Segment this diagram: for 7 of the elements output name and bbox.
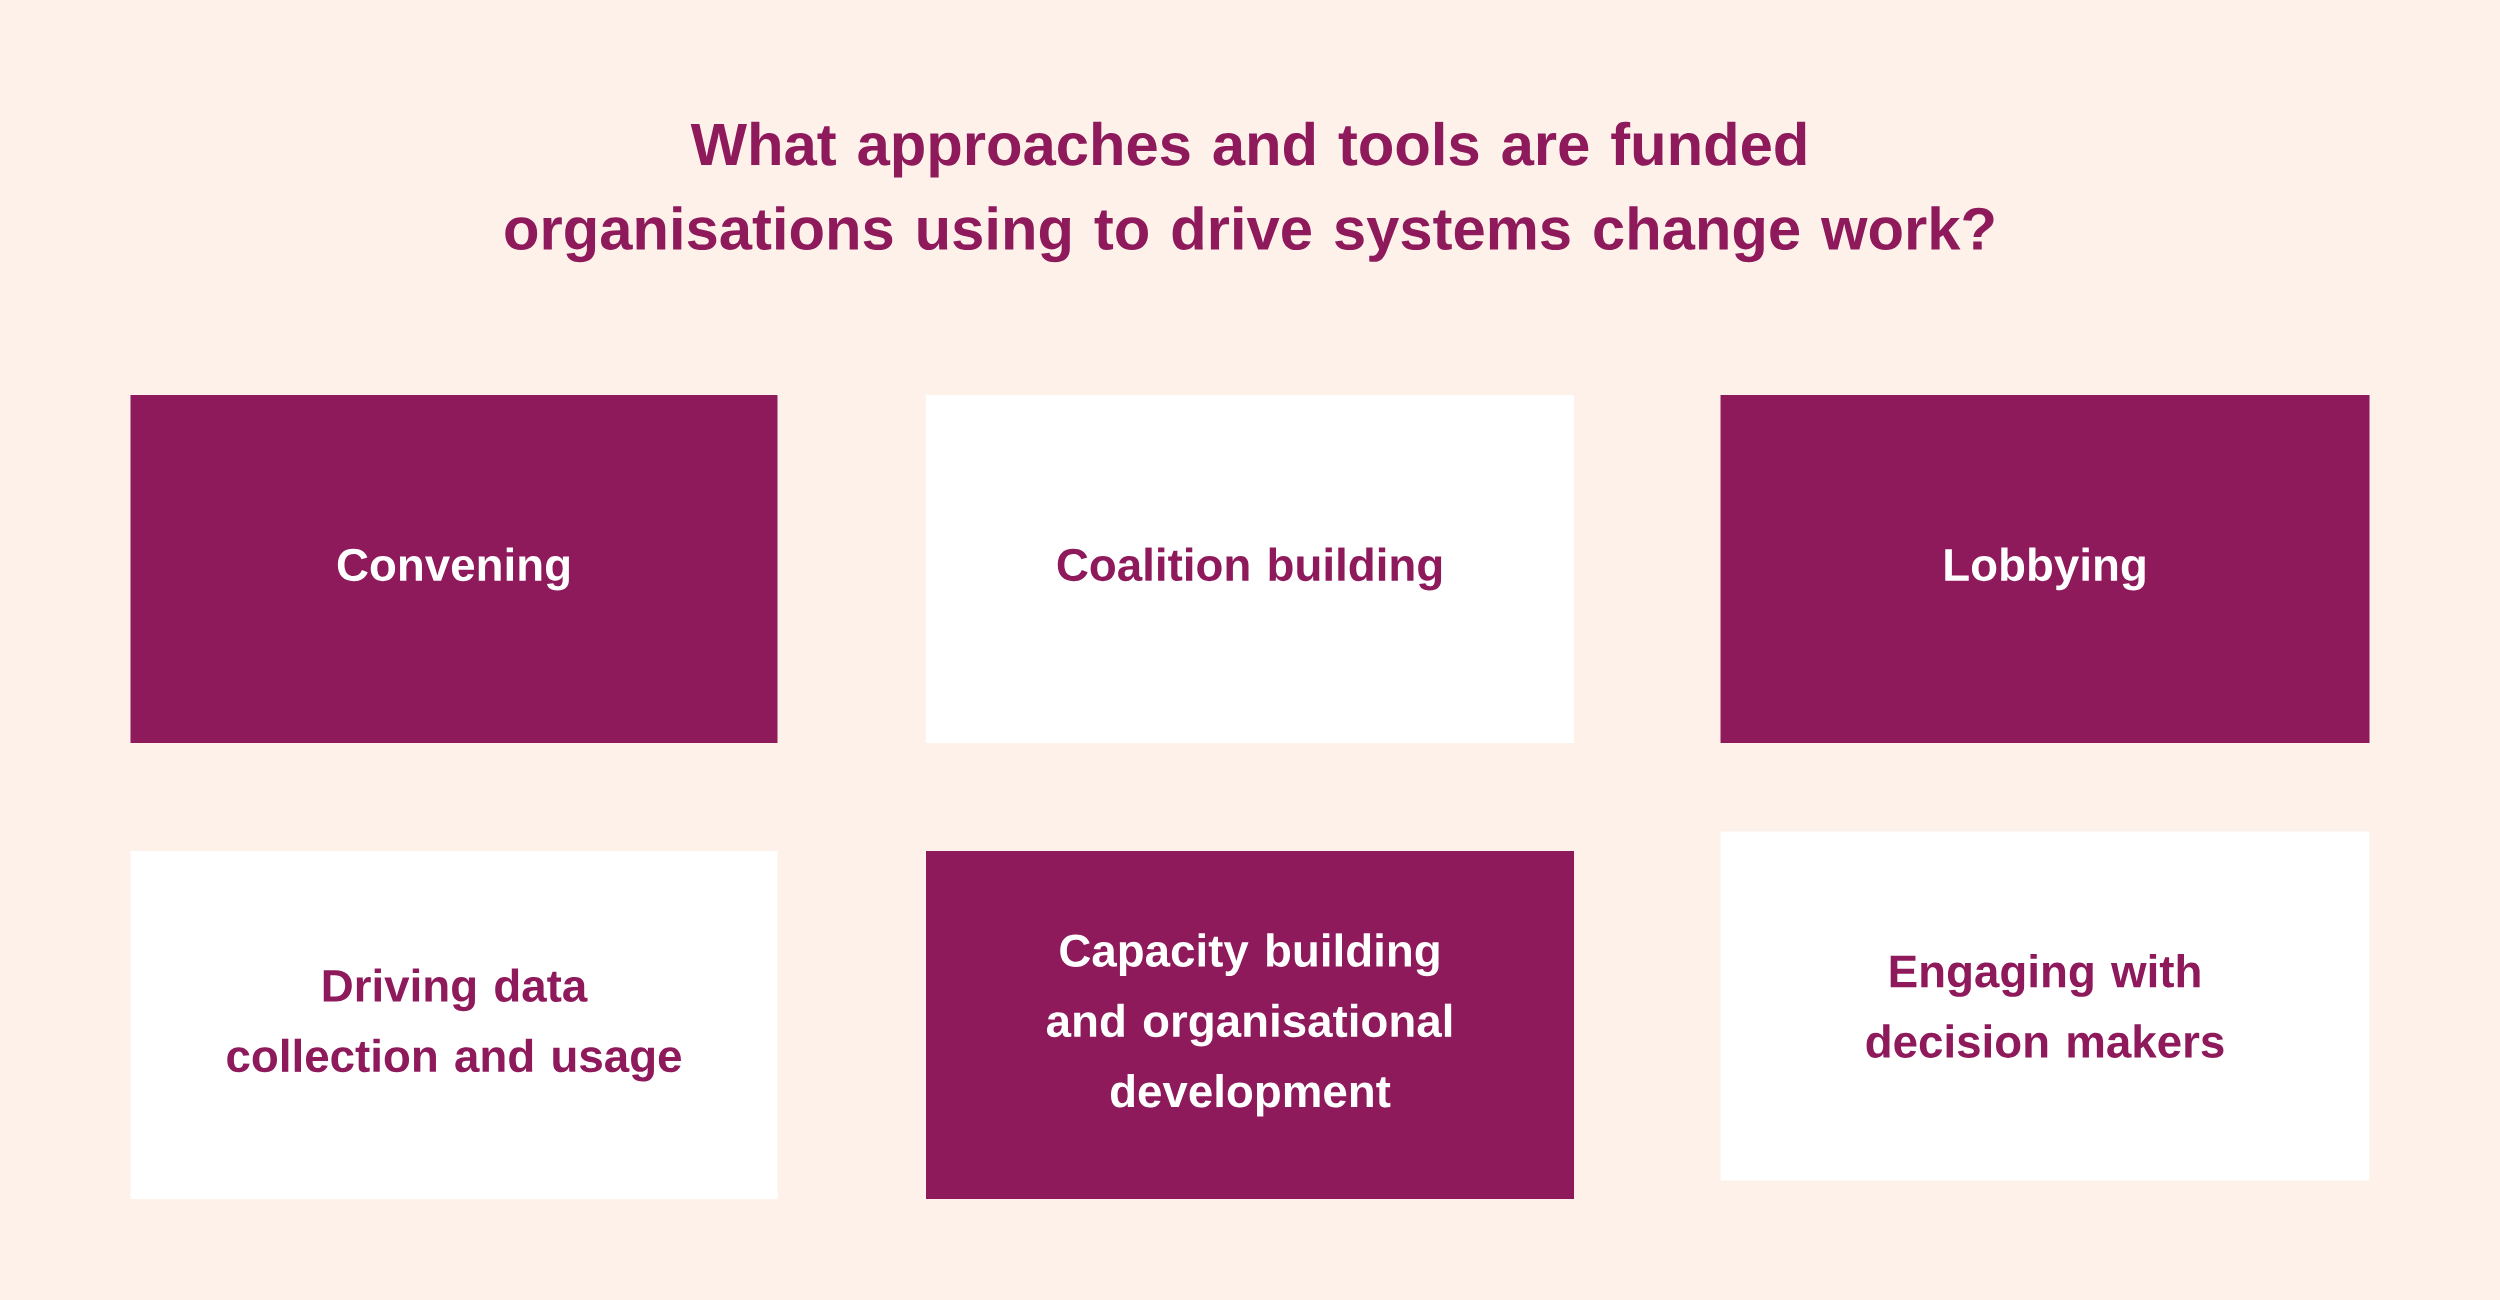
approach-box: Coalition building xyxy=(926,394,1574,743)
approach-box: Engaging with decision makers xyxy=(1720,831,2370,1181)
approach-box: Driving data collection and usage xyxy=(130,851,778,1199)
approach-box: Convening xyxy=(130,394,778,743)
approach-box: Capacity building and organisational development xyxy=(926,851,1574,1199)
title: What approaches and tools are funded organisations using to drive systems change work? xyxy=(505,121,1994,263)
approach-box: Lobbying xyxy=(1720,394,2370,743)
